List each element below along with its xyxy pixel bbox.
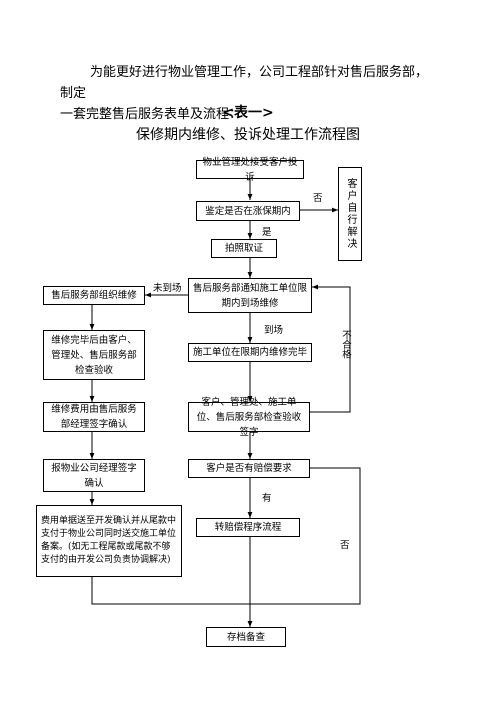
node-compensation: 转赔偿程序流程 (196, 518, 300, 537)
edge-label-arrived: 到场 (264, 325, 284, 336)
edge-label-not-arrived: 未到场 (153, 283, 182, 294)
edge-fail-loop (310, 284, 351, 413)
edge-label-yes-2: 有 (262, 493, 272, 504)
node-joint-check: 客户、管理处、施工单位、售后服务部检查验收签字 (188, 397, 310, 438)
edge-billing-to-merge (91, 577, 250, 605)
node-billing-note: 费用单据送至开发确认并从尾款中支付于物业公司同时送交施工单位备案。(如无工程尾款… (36, 505, 182, 577)
node-claim-check: 客户是否有赔偿要求 (188, 459, 310, 478)
node-report-manager: 报物业公司经理签字确认 (43, 459, 145, 492)
node-photo-evidence: 拍照取证 (211, 239, 277, 258)
node-client-self: 客户自行解决 (338, 167, 362, 261)
node-receive-complaint: 物业管理处接受客户投诉 (196, 157, 304, 183)
intro-line-2: 一套完整售后服务表单及流程： (60, 107, 243, 122)
node-notify-unit: 售后服务部通知施工单位限期内到场维修 (188, 278, 312, 313)
edge-label-failed-text: 不合格 (340, 330, 351, 359)
node-client-self-text: 客户自行解决 (345, 178, 356, 250)
edge-label-no-2: 否 (340, 540, 350, 551)
node-archive: 存档备查 (206, 627, 286, 647)
edge-label-failed: 不合格 (338, 330, 351, 364)
edge-label-yes-1: 是 (262, 227, 272, 238)
node-unit-complete: 施工单位在限期内维修完毕 (188, 343, 312, 362)
intro-line-1: 为能更好进行物业管理工作，公司工程部针对售后服务部，制定 (60, 65, 429, 101)
node-aftersales-repair: 售后服务部组织维修 (43, 286, 145, 305)
intro-paragraph: 为能更好进行物业管理工作，公司工程部针对售后服务部，制定 一套完整售后服务表单及… (60, 62, 440, 125)
table-label: <表一> (222, 105, 274, 121)
flowchart-title: 保修期内维修、投诉处理工作流程图 (136, 127, 360, 143)
node-repair-check: 维修完毕后由客户、管理处、售后服务部检查验收 (43, 330, 145, 380)
node-check-warranty: 鉴定是否在涨保期内 (196, 201, 300, 221)
node-cost-confirm: 维修费用由售后服务部经理签字确认 (43, 402, 145, 432)
edge-label-no-1: 否 (313, 193, 323, 204)
edge-claim-no (250, 467, 361, 605)
